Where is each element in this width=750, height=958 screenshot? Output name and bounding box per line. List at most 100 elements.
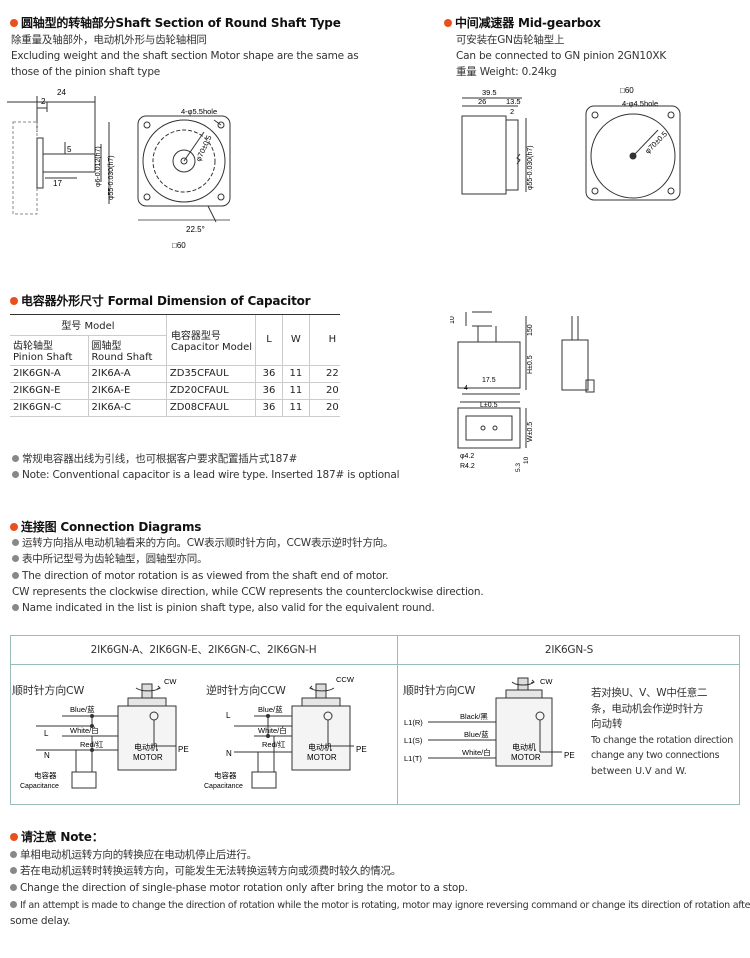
connection-bullet-2: 表中所记型号为齿轮轴型，圆轴型亦同。	[12, 552, 208, 567]
shaft-side-drawing: 24 2 5 17 φ6-0.012(h7) φ55-0.030(h7)	[7, 88, 115, 215]
line-L1S: L1(S)	[404, 736, 423, 745]
wire-blue: Blue/蓝	[258, 704, 283, 714]
bullet-icon	[10, 884, 17, 891]
bullet-icon	[12, 539, 19, 546]
gearbox-text-2: Can be connected to GN pinion 2GN10XK	[456, 50, 667, 62]
wire-white: White/白	[70, 725, 99, 735]
capacitor-drawing: 10 150 H±0.5 4 17.5 L±0.5 W±0.5 φ4.2 R4.…	[450, 311, 595, 472]
dim-2: 2	[41, 97, 46, 106]
connection-diagram-box	[10, 635, 740, 805]
note-item-2: 若在电动机运转时转换运转方向，可能发生无法转换运转方向或须费时较久的情况。	[10, 864, 401, 879]
motor-cn: 电动机	[134, 742, 158, 752]
bullet-icon	[10, 523, 18, 531]
gearbox-title: 中间减速器 Mid-gearbox	[444, 14, 601, 31]
bullet-icon	[10, 901, 17, 908]
cw-label: CW	[540, 677, 553, 686]
motor-en: MOTOR	[133, 753, 163, 762]
line-N: N	[226, 749, 232, 758]
dim-phi70: φ70±0.5	[643, 129, 669, 155]
note-title: 请注意 Note：	[10, 828, 104, 845]
bullet-icon	[12, 455, 19, 462]
diagram-cw: CW Blue/蓝 White/白 Red/红 L N PE 电动机 MOTOR…	[20, 677, 189, 790]
gearbox-text-3: 重量 Weight: 0.24kg	[456, 66, 557, 78]
cap-cn: 电容器	[34, 770, 57, 780]
three-phase-note: 若对换U、V、W中任意二 条，电动机会作逆时针方 向动转 To change t…	[591, 687, 733, 777]
bullet-icon	[10, 833, 18, 841]
motor-en: MOTOR	[511, 753, 541, 762]
gearbox-side-drawing: 39.5 26 13.5 2 φ55-0.030(h7)	[461, 88, 534, 195]
pe-label: PE	[356, 745, 367, 754]
dim-L: L±0.5	[480, 402, 498, 409]
wire-blue: Blue/蓝	[464, 729, 489, 739]
dim-13-5: 13.5	[506, 97, 521, 106]
connection-bullet-3: The direction of motor rotation is as vi…	[12, 569, 389, 584]
dim-phi55: φ55-0.030(h7)	[108, 155, 115, 200]
th-W: W	[281, 315, 310, 366]
dim-phi55: φ55-0.030(h7)	[527, 145, 534, 190]
connection-title: 连接图 Connection Diagrams	[10, 518, 201, 535]
dim-150: 150	[527, 324, 534, 336]
connection-left-header: 2IK6GN-A、2IK6GN-E、2IK6GN-C、2IK6GN-H	[90, 644, 317, 656]
shaft-title: 圆轴型的转轴部分Shaft Section of Round Shaft Typ…	[10, 14, 341, 31]
dim-10b: 10	[523, 456, 530, 464]
diagram-cw-title: 顺时针方向CW	[12, 684, 85, 697]
bullet-icon	[10, 297, 18, 305]
diagram-s-title: 顺时针方向CW	[403, 684, 476, 697]
line-L1R: L1(R)	[404, 718, 423, 727]
dim-26: 26	[478, 97, 486, 106]
wire-white: White/白	[258, 725, 287, 735]
cap-en: Capacitance	[20, 783, 59, 790]
shaft-front-drawing: 4-φ5.5hole φ70±0.5 22.5° □60	[137, 107, 231, 250]
bullet-icon	[10, 851, 17, 858]
dim-24: 24	[57, 88, 66, 97]
line-L: L	[44, 729, 49, 738]
line-L1T: L1(T)	[404, 754, 422, 763]
dim-5: 5	[67, 145, 72, 154]
bullet-icon	[12, 555, 19, 562]
wire-black: Black/黑	[460, 712, 488, 721]
dim-sq60: □60	[172, 241, 186, 250]
cap-cn: 电容器	[214, 770, 237, 780]
pe-label: PE	[178, 745, 189, 754]
connection-bullet-1: 运转方向指从电动机轴看来的方向。CW表示顺时针方向，CCW表示逆时针方向。	[12, 536, 394, 551]
dim-phi6: φ6-0.012(h7)	[95, 146, 102, 187]
gearbox-text-1: 可安装在GN齿轮轴型上	[456, 34, 565, 46]
pe-label: PE	[564, 751, 575, 760]
dim-W: W±0.5	[527, 422, 534, 442]
dim-phi4-2: φ4.2	[460, 453, 474, 460]
dim-5-3: 5.3	[515, 463, 522, 472]
bullet-icon	[444, 19, 452, 27]
bullet-icon	[10, 867, 17, 874]
diagram-ccw-title: 逆时针方向CCW	[206, 684, 286, 697]
wire-blue: Blue/蓝	[70, 704, 95, 714]
line-L: L	[226, 711, 231, 720]
motor-en: MOTOR	[307, 753, 337, 762]
motor-cn: 电动机	[512, 742, 536, 752]
dim-hole: 4-φ4.5hole	[622, 99, 658, 108]
th-H: H	[308, 315, 340, 366]
bullet-icon	[12, 604, 19, 611]
dim-10: 10	[450, 316, 456, 324]
connection-bullet-3b: CW represents the clockwise direction, w…	[12, 586, 484, 598]
divider	[10, 664, 740, 665]
wire-red: Red/红	[262, 739, 286, 749]
capacitor-note-1: 常规电容器出线为引线，也可根据客户要求配置插片式187#	[12, 452, 297, 467]
dim-17-5: 17.5	[482, 377, 496, 384]
dim-17: 17	[53, 179, 62, 188]
dim-angle: 22.5°	[186, 225, 205, 234]
dim-r4-2: R4.2	[460, 463, 475, 470]
diagram-ccw: CCW Blue/蓝 White/白 Red/红 L N PE 电动机 MOTO…	[204, 675, 367, 790]
shaft-text-3: those of the pinion shaft type	[11, 66, 161, 78]
gearbox-front-drawing: □60 4-φ4.5hole φ70±0.5	[585, 86, 681, 201]
motor-cn: 电动机	[308, 742, 332, 752]
note-item-4b: some delay.	[10, 915, 71, 927]
bullet-icon	[12, 471, 19, 478]
bullet-icon	[12, 572, 19, 579]
shaft-text-1: 除重量及轴部外，电动机外形与齿轮轴相同	[11, 34, 207, 46]
wire-white: White/白	[462, 747, 491, 757]
